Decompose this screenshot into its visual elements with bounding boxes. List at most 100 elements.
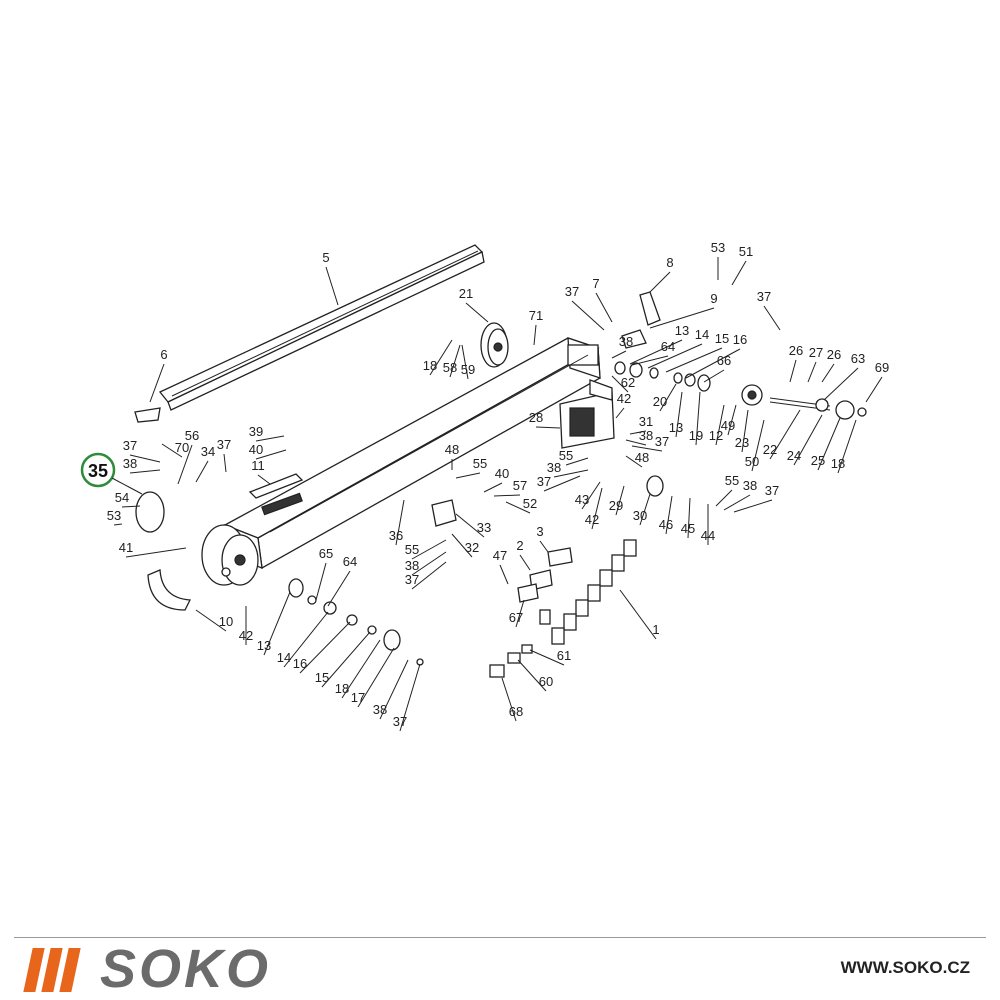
part-number-callout: 37 — [123, 438, 137, 453]
clamp-ring — [135, 491, 165, 533]
part-number-callout: 37 — [655, 434, 669, 449]
part-number-callout: 38 — [743, 478, 757, 493]
callout-leader-c7 — [595, 292, 613, 323]
callout-leader-c12 — [715, 404, 725, 446]
website-link[interactable]: WWW.SOKO.CZ — [840, 958, 970, 977]
callout-leader-c14b — [283, 611, 329, 668]
part-number-callout: 13 — [257, 638, 271, 653]
callout-leader-c37c — [631, 445, 663, 452]
part-number-callout: 37 — [537, 474, 551, 489]
guide-rail — [158, 244, 485, 411]
part-number-callout: 18 — [335, 681, 349, 696]
part-number-callout: 44 — [701, 528, 715, 543]
part-number-callout: 12 — [709, 428, 723, 443]
part-number-callout: 30 — [633, 508, 647, 523]
brand-logo-icon — [23, 948, 88, 992]
callout-leader-c37i — [399, 663, 421, 732]
callout-leader-c42b — [591, 487, 603, 530]
part-number-callout: 25 — [811, 453, 825, 468]
part-number-callout: 40 — [249, 442, 263, 457]
brand-name: SOKO — [100, 939, 272, 999]
part-number-callout: 56 — [185, 428, 199, 443]
callout-leader-c71 — [533, 324, 537, 346]
callout-leader-c8 — [649, 271, 671, 293]
callout-leader-c55b — [715, 489, 733, 507]
part-number-callout: 53 — [711, 240, 725, 255]
part-number-callout: 34 — [201, 444, 215, 459]
bracket-3 — [547, 547, 573, 567]
callout-leader-c11 — [257, 474, 271, 485]
callout-leader-c17 — [357, 647, 395, 708]
part-number-callout: 62 — [621, 375, 635, 390]
callout-leader-c27 — [807, 361, 817, 383]
part-number-callout: 59 — [461, 362, 475, 377]
part-number-callout: 38 — [639, 428, 653, 443]
callout-leader-c21 — [465, 302, 489, 323]
callout-leader-c1 — [619, 589, 657, 640]
callout-leader-c54 — [121, 505, 141, 508]
part-number-callout: 58 — [443, 360, 457, 375]
part-number-callout: 42 — [239, 628, 253, 643]
callout-leader-c37e — [733, 499, 773, 513]
part-number-callout: 5 — [322, 250, 329, 265]
callout-leader-c57 — [493, 494, 521, 497]
part-number-callout: 31 — [639, 414, 653, 429]
callout-leader-c31 — [629, 430, 647, 435]
bracket-6 — [134, 407, 161, 423]
part-number-callout: 70 — [175, 440, 189, 455]
part-number-callout: 42 — [617, 391, 631, 406]
part-number-callout: 6 — [160, 347, 167, 362]
part-number-callout: 8 — [666, 255, 673, 270]
callout-leader-c26a — [789, 359, 797, 383]
part-number-callout: 50 — [745, 454, 759, 469]
end-roller — [201, 524, 259, 586]
callout-leader-c18a — [429, 339, 453, 376]
boom-body — [223, 337, 601, 570]
part-number-callout: 15 — [315, 670, 329, 685]
part-number-callout: 55 — [473, 456, 487, 471]
part-number-callout: 1 — [652, 622, 659, 637]
part-number-callout: 2 — [516, 538, 523, 553]
callout-leader-c14a — [647, 343, 703, 369]
callout-leader-c15b — [321, 631, 371, 688]
callout-leader-c65 — [315, 562, 327, 601]
callout-leader-c3 — [539, 540, 549, 553]
part-number-callout: 45 — [681, 521, 695, 536]
slide-plate — [248, 473, 304, 499]
callout-leader-c38g — [379, 659, 409, 720]
callout-leader-c18c — [341, 639, 381, 699]
callout-leader-c16b — [299, 621, 351, 674]
part-number-callout: 54 — [115, 490, 129, 505]
part-number-callout: 13 — [675, 323, 689, 338]
drive-shaft — [741, 384, 867, 420]
part-number-callout: 38 — [405, 558, 419, 573]
callout-leader-c38e — [129, 469, 161, 474]
callout-leader-c23 — [741, 409, 749, 453]
part-number-callout: 11 — [251, 458, 265, 473]
part-number-callout: 46 — [659, 517, 673, 532]
mounting-block — [431, 499, 457, 527]
callout-leader-c2 — [519, 554, 531, 571]
callout-leader-c37d — [543, 475, 581, 492]
callout-leader-c40b — [483, 482, 503, 493]
part-number-callout: 27 — [809, 345, 823, 360]
callout-leader-c37b — [763, 305, 781, 331]
part-number-callout: 37 — [765, 483, 779, 498]
callout-leader-c34 — [195, 460, 209, 483]
callout-leader-c29 — [615, 485, 625, 516]
callout-leader-c55d — [411, 539, 447, 560]
part-number-callout: 52 — [523, 496, 537, 511]
part-number-callout: 55 — [725, 473, 739, 488]
callout-leader-c18b — [837, 419, 857, 474]
link-60 — [507, 652, 521, 664]
callout-leader-c70 — [161, 443, 183, 458]
callout-leader-c42a — [615, 407, 625, 419]
callout-leader-c13a — [629, 339, 683, 365]
part-number-callout: 37 — [405, 572, 419, 587]
callout-leader-c47 — [499, 564, 509, 585]
part-number-callout: 17 — [351, 690, 365, 705]
callout-leader-c56 — [177, 444, 193, 485]
part-number-callout: 32 — [465, 540, 479, 555]
slide-plate-grip — [261, 492, 303, 516]
part-number-callout: 57 — [513, 478, 527, 493]
